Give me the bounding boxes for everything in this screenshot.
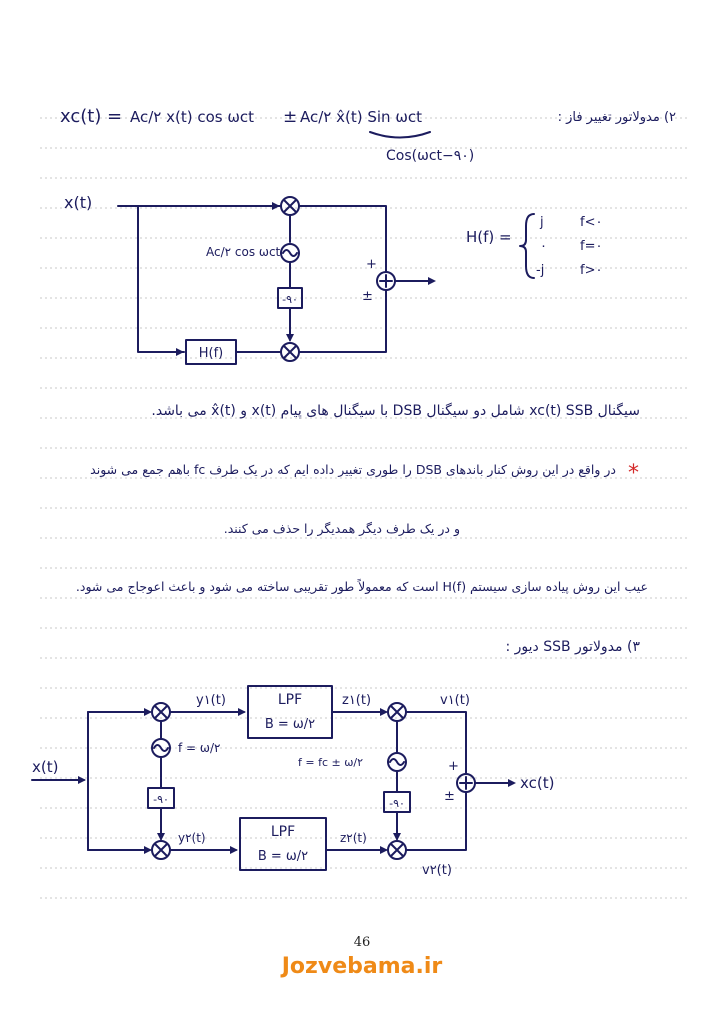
arrow-icon xyxy=(176,348,184,356)
d2-lpf-2 xyxy=(239,817,327,871)
ruled-lines xyxy=(40,117,690,899)
arrow-icon xyxy=(380,708,388,716)
d2-lpf1-band: B = ω/۲ xyxy=(265,717,315,732)
d1-hilbert-label: H(f) xyxy=(199,346,224,361)
hf-case3-value: -j xyxy=(536,263,544,278)
arrow-icon xyxy=(144,708,152,716)
note-line-2: در واقع در این روش کنار باندهای DSB را ط… xyxy=(90,462,616,478)
multiply-icon xyxy=(283,199,297,213)
hf-case1-cond: f<۰ xyxy=(580,215,602,230)
section2-heading: ۲) مدولاتور تغییر فاز : xyxy=(558,110,676,125)
multiply-icon xyxy=(283,345,297,359)
hf-case2-cond: f=۰ xyxy=(580,239,602,254)
d2-sum-plus: + xyxy=(448,759,459,774)
d2-lpf2-title: LPF xyxy=(271,824,295,840)
d2-z1-label: z۱(t) xyxy=(342,693,371,708)
d1-wire xyxy=(298,205,387,273)
d1-input-label: x(t) xyxy=(64,193,92,212)
d1-carrier-label: Ac/۲ cos ωct xyxy=(206,245,281,259)
d2-osc1-label: f = ω/۲ xyxy=(178,741,220,755)
d1-left-wire xyxy=(137,205,185,353)
d2-z2-label: z۲(t) xyxy=(340,831,367,845)
arrow-icon xyxy=(238,708,246,716)
sine-icon xyxy=(282,249,298,257)
note-line-1: سیگنال xc(t) SSB شامل دو سیگنال DSB با س… xyxy=(151,402,640,419)
d2-phase1-label: -۹۰ xyxy=(153,793,169,806)
arrow-icon xyxy=(428,277,436,285)
note-line-3: و در یک طرف دیگر همدیگر را حذف می کنند. xyxy=(224,521,460,537)
note-line-4: عیب این روش پیاده سازی سیستم H(f) است که… xyxy=(76,578,648,595)
hf-case2-value: ۰ xyxy=(540,239,547,254)
plus-icon xyxy=(459,776,473,790)
arrow-icon xyxy=(393,833,401,841)
d1-phase-label: -۹۰ xyxy=(282,293,298,306)
arrow-icon xyxy=(144,846,152,854)
d1-sum-plus: + xyxy=(366,257,377,272)
d2-wire xyxy=(405,711,467,775)
d2-lpf2-band: B = ω/۲ xyxy=(258,849,308,864)
arrow-icon xyxy=(286,334,294,342)
d2-phase2-label: -۹۰ xyxy=(389,797,405,810)
diagram-phase-shift-modulator: x(t) Ac/۲ cos ωct -۹۰ H(f) + ± H(f) = j … xyxy=(64,193,602,365)
arrow-icon xyxy=(508,779,516,787)
d1-wire xyxy=(298,289,387,353)
d2-v2-label: v۲(t) xyxy=(422,863,452,878)
d2-v1-label: v۱(t) xyxy=(440,693,470,708)
star-icon: * xyxy=(628,461,639,486)
brace-icon xyxy=(519,213,535,279)
site-watermark: Jozvebama.ir xyxy=(281,954,443,979)
multiply-icon xyxy=(154,705,168,719)
d2-osc2-label: f = fc ± ω/۲ xyxy=(298,756,363,769)
multiply-icon xyxy=(390,843,404,857)
formula-underbrace xyxy=(369,131,431,139)
sine-icon xyxy=(153,744,169,752)
hf-case3-cond: f>۰ xyxy=(580,263,602,278)
diagram-weaver-modulator: x(t) f = ω/۲ -۹۰ y۱(t) y۲(t) LPF B = ω/۲ xyxy=(31,685,554,878)
sine-icon xyxy=(389,758,405,766)
formula-lhs: xc(t) = xyxy=(60,106,122,127)
formula-term2: Ac/۲ x̂(t) Sin ωct xyxy=(300,108,422,126)
arrow-icon xyxy=(272,202,280,210)
multiply-icon xyxy=(154,843,168,857)
arrow-icon xyxy=(78,776,86,784)
d2-output-label: xc(t) xyxy=(520,774,554,792)
formula-pm: ± xyxy=(283,107,297,127)
formula-note: Cos(ωct−۹۰) xyxy=(386,148,474,164)
plus-icon xyxy=(379,274,393,288)
d2-lpf1-title: LPF xyxy=(278,692,302,708)
d2-y2-label: y۲(t) xyxy=(178,831,206,845)
d2-wire xyxy=(405,791,467,851)
hf-case1-value: j xyxy=(539,215,544,230)
arrow-icon xyxy=(230,846,238,854)
d2-input-label: x(t) xyxy=(32,758,58,776)
d2-y1-label: y۱(t) xyxy=(196,693,226,708)
page-number: 46 xyxy=(353,935,371,950)
section3-heading: ۳) مدولاتور SSB دیور : xyxy=(505,639,640,655)
d1-sum-pm: ± xyxy=(362,289,373,304)
multiply-icon xyxy=(390,705,404,719)
hf-label: H(f) = xyxy=(466,228,512,246)
d2-sum-pm: ± xyxy=(444,789,455,804)
arrow-icon xyxy=(157,833,165,841)
formula-term1: Ac/۲ x(t) cos ωct xyxy=(130,108,254,126)
arrow-icon xyxy=(380,846,388,854)
